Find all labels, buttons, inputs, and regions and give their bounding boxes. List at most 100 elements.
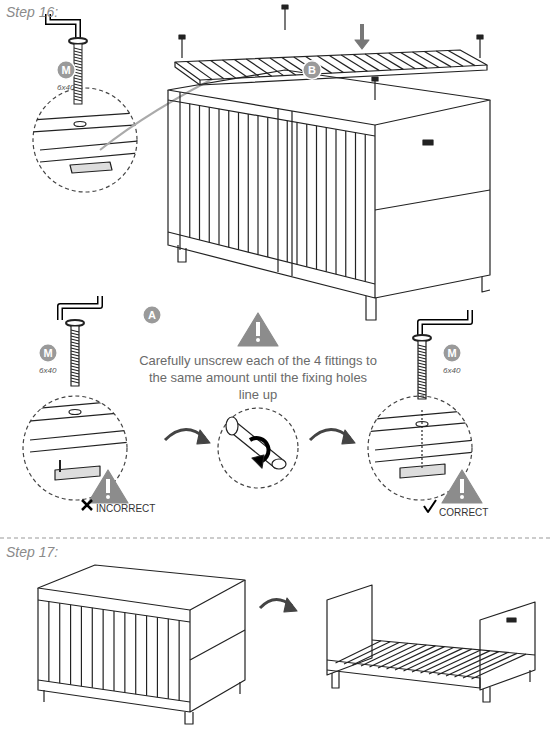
- slat: [234, 60, 259, 77]
- step-separator: [0, 537, 551, 538]
- bolt-size: 6x40: [39, 366, 56, 375]
- thread: [74, 60, 82, 62]
- callout-letter: M: [43, 348, 52, 359]
- thread: [418, 369, 426, 371]
- thread: [418, 375, 426, 377]
- thread: [418, 345, 426, 347]
- slat: [395, 647, 444, 670]
- slat: [353, 55, 379, 71]
- slat: [59, 603, 60, 683]
- thread: [71, 375, 79, 377]
- thread: [418, 384, 426, 386]
- cot-body: [168, 70, 490, 320]
- warning-icon: [238, 313, 278, 346]
- thread: [71, 372, 79, 374]
- slat: [113, 611, 114, 691]
- thread: [74, 84, 82, 86]
- thread: [71, 333, 79, 335]
- slat: [329, 56, 355, 72]
- thread: [74, 78, 82, 80]
- slat: [378, 645, 426, 668]
- slat: [81, 606, 82, 686]
- callout-circle: B: [302, 60, 322, 80]
- slat: [157, 617, 158, 697]
- slat: [455, 653, 508, 678]
- correct-label: CORRECT: [439, 507, 488, 518]
- thread: [71, 354, 79, 356]
- thread: [74, 81, 82, 83]
- thread: [74, 54, 82, 56]
- thread: [418, 378, 426, 380]
- slat: [70, 605, 71, 685]
- slat: [335, 129, 336, 274]
- slat: [377, 54, 403, 70]
- down-arrow: [360, 24, 364, 42]
- rail-detail: [365, 410, 475, 478]
- slat: [258, 59, 284, 76]
- step-title: Step 17:: [6, 544, 58, 560]
- thread: [71, 345, 79, 347]
- thread: [71, 339, 79, 341]
- thread: [71, 366, 79, 368]
- bolt-size: 6x40: [57, 83, 74, 92]
- slat: [365, 134, 366, 281]
- callout-circle: M: [56, 60, 76, 80]
- bolt: [74, 44, 82, 104]
- slat: [287, 121, 288, 262]
- rail-detail: [30, 112, 150, 173]
- thread: [74, 51, 82, 53]
- thread: [71, 351, 79, 353]
- slat: [168, 619, 169, 699]
- slat: [179, 620, 180, 700]
- slat: [345, 131, 346, 277]
- incorrect-label: INCORRECT: [96, 503, 155, 514]
- slat: [463, 653, 517, 678]
- thread: [418, 354, 426, 356]
- slat: [187, 62, 212, 80]
- slat: [209, 107, 210, 242]
- thread: [71, 381, 79, 383]
- thread: [418, 363, 426, 365]
- thread: [418, 360, 426, 362]
- slat: [146, 616, 147, 696]
- slat: [370, 644, 418, 667]
- slat: [401, 53, 428, 69]
- slat: [424, 52, 451, 67]
- slat: [387, 646, 436, 669]
- warning-icon: [442, 470, 482, 503]
- slat: [48, 602, 49, 682]
- thread: [418, 381, 426, 383]
- thread: [71, 336, 79, 338]
- slat: [199, 61, 224, 79]
- slat: [448, 51, 475, 66]
- slat: [355, 133, 356, 280]
- thread: [71, 378, 79, 380]
- slat: [218, 109, 219, 245]
- slat: [267, 117, 268, 257]
- thread: [418, 348, 426, 350]
- thread: [74, 87, 82, 89]
- slat-base: [175, 50, 487, 85]
- slat: [228, 111, 229, 248]
- slat: [92, 608, 93, 688]
- slat: [306, 124, 307, 267]
- hex-key: [420, 310, 470, 335]
- slat: [223, 60, 248, 78]
- thread: [74, 93, 82, 95]
- slat: [246, 59, 272, 76]
- slat: [404, 648, 454, 672]
- slat: [316, 126, 317, 269]
- warning-note: Carefully unscrew each of the 4 fittings…: [138, 352, 378, 403]
- slat: [341, 55, 367, 71]
- thread: [71, 363, 79, 365]
- slat: [189, 104, 190, 238]
- thread: [71, 348, 79, 350]
- slat: [365, 54, 391, 70]
- thread: [74, 57, 82, 59]
- slat: [413, 52, 440, 68]
- thread: [418, 372, 426, 374]
- slat: [421, 649, 472, 673]
- thread: [418, 390, 426, 392]
- check-mark: [424, 500, 436, 512]
- thread: [74, 90, 82, 92]
